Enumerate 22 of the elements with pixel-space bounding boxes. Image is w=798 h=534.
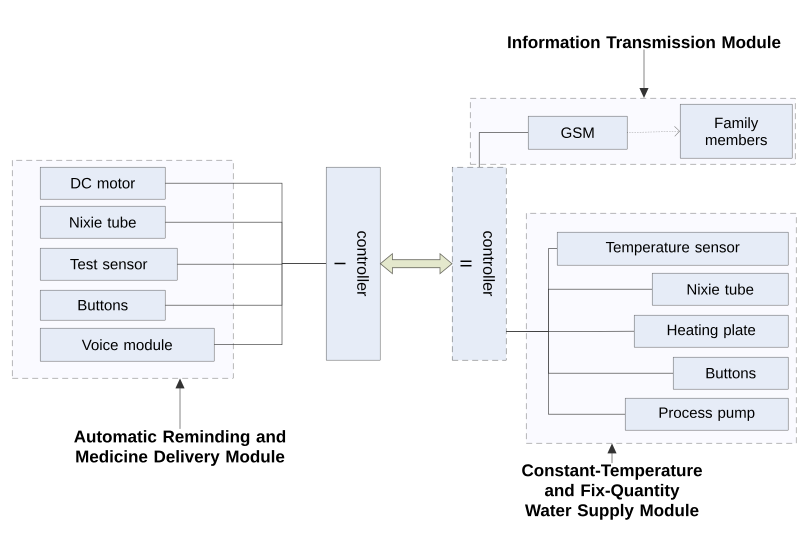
component-box: Buttons [40, 290, 166, 320]
component-box: GSM [528, 116, 628, 150]
component-box: Test sensor [40, 248, 178, 280]
component-box: DC motor [40, 167, 166, 200]
dotted-arrow [627, 126, 680, 137]
module-title: Automatic Reminding and Medicine Delivery Module [74, 430, 286, 466]
component-box: Nixie tube [652, 273, 788, 306]
component-box: Buttons [673, 357, 788, 390]
component-box: Temperature sensor [557, 232, 788, 266]
component-box: Nixie tube [40, 206, 166, 238]
module-title: Information Transmission Module [508, 36, 780, 48]
component-box: Process pump [625, 398, 788, 430]
double-arrow [380, 252, 453, 275]
component-box: Family members [680, 104, 792, 158]
connector-line [506, 331, 626, 414]
component-box: Voice module [40, 328, 214, 362]
connector-line [214, 263, 326, 345]
module-title: Constant-Temperature and Fix-Quantity Water Supply Module [522, 464, 702, 520]
component-box: Heating plate [634, 315, 788, 348]
connector-line [478, 132, 528, 168]
controller-box: controller II [452, 167, 506, 360]
controller-box: controller I [326, 167, 380, 360]
